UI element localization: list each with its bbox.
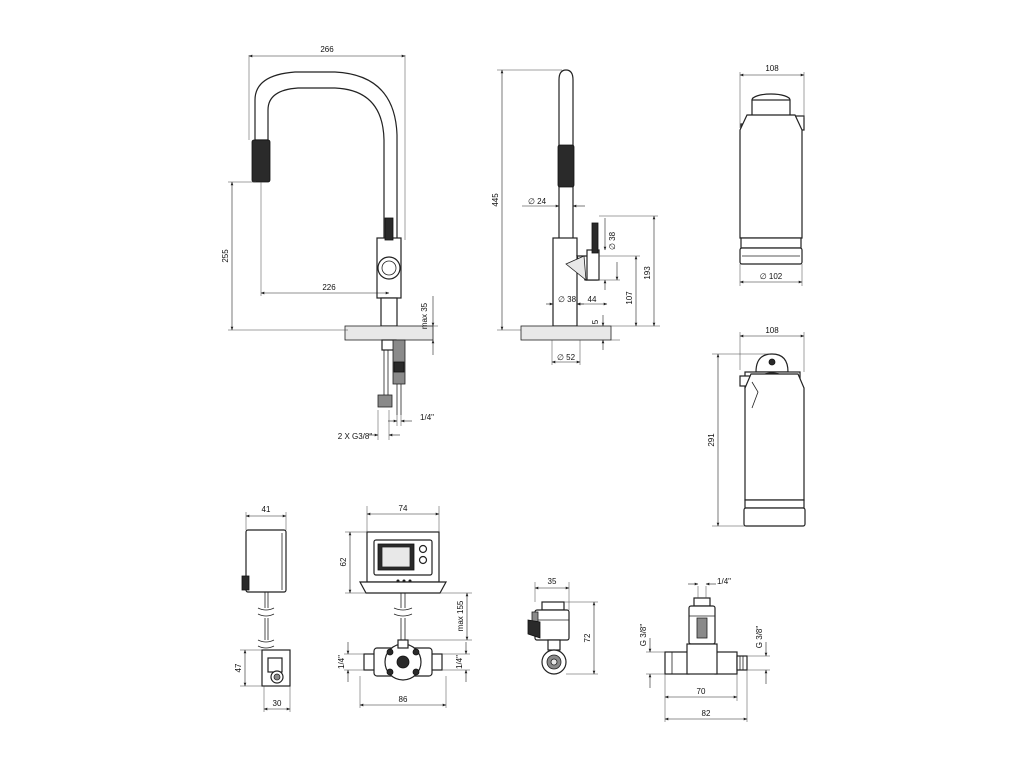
dim-44: 44 [588,295,597,304]
dim-g38-right: G 3/8" [755,626,764,649]
dim-74: 74 [399,504,408,513]
faucet-side-view: 445 ∅ 24 ∅ 38 ∅ 38 44 5 107 193 ∅ 52 [491,69,660,365]
filter-side-view: 108 ∅ 102 [739,64,805,286]
dim-47: 47 [234,663,243,672]
dim-70: 70 [697,687,706,696]
dim-62: 62 [339,557,348,566]
dim-82: 82 [702,709,711,718]
side-deck-plate [520,325,612,341]
dim-quarter-right: 1/4" [455,655,464,669]
filter-front-view: 108 291 [707,326,806,527]
dim-dia102: ∅ 102 [760,272,783,281]
lever-handle [384,217,394,241]
battery-box: 41 47 30 [234,505,291,712]
faucet-front-view: 266 255 226 max 35 2 X G3/8" 1/4" [221,45,438,441]
dim-266: 266 [320,45,334,54]
tee-fitting: 1/4" G 3/8" G 3/8" 70 82 [639,577,770,722]
dim-107: 107 [625,291,634,305]
dim-max155: max 155 [456,600,465,631]
dim-g38-left: G 3/8" [639,624,648,647]
dim-445: 445 [491,193,500,207]
dim-291: 291 [707,433,716,447]
dim-quarter-left: 1/4" [337,655,346,669]
dim-108-top: 108 [765,64,779,73]
dim-2xg38: 2 X G3/8" [338,432,373,441]
dim-30: 30 [273,699,282,708]
shutoff-valve: 35 72 [527,577,598,675]
dim-max35: max 35 [420,302,429,329]
dim-quarter-inch: 1/4" [420,413,434,422]
dim-dia38-lever: ∅ 38 [608,231,617,250]
dim-35: 35 [548,577,557,586]
dim-72: 72 [583,633,592,642]
aerator-grip [251,139,271,183]
dim-226: 226 [322,283,336,292]
dim-dia52: ∅ 52 [557,353,576,362]
dim-193: 193 [643,266,652,280]
dim-dia24: ∅ 24 [528,197,547,206]
side-lever-handle [591,222,599,254]
dim-dia38-body: ∅ 38 [558,295,577,304]
dim-108-front: 108 [765,326,779,335]
side-aerator-grip [557,144,575,188]
dim-86: 86 [399,695,408,704]
dim-5: 5 [591,319,600,324]
dim-41: 41 [262,505,271,514]
control-box: 74 62 max 155 1/4" 1/4" 86 [337,504,472,708]
dim-tee-quarter: 1/4" [717,577,731,586]
dim-255: 255 [221,249,230,263]
